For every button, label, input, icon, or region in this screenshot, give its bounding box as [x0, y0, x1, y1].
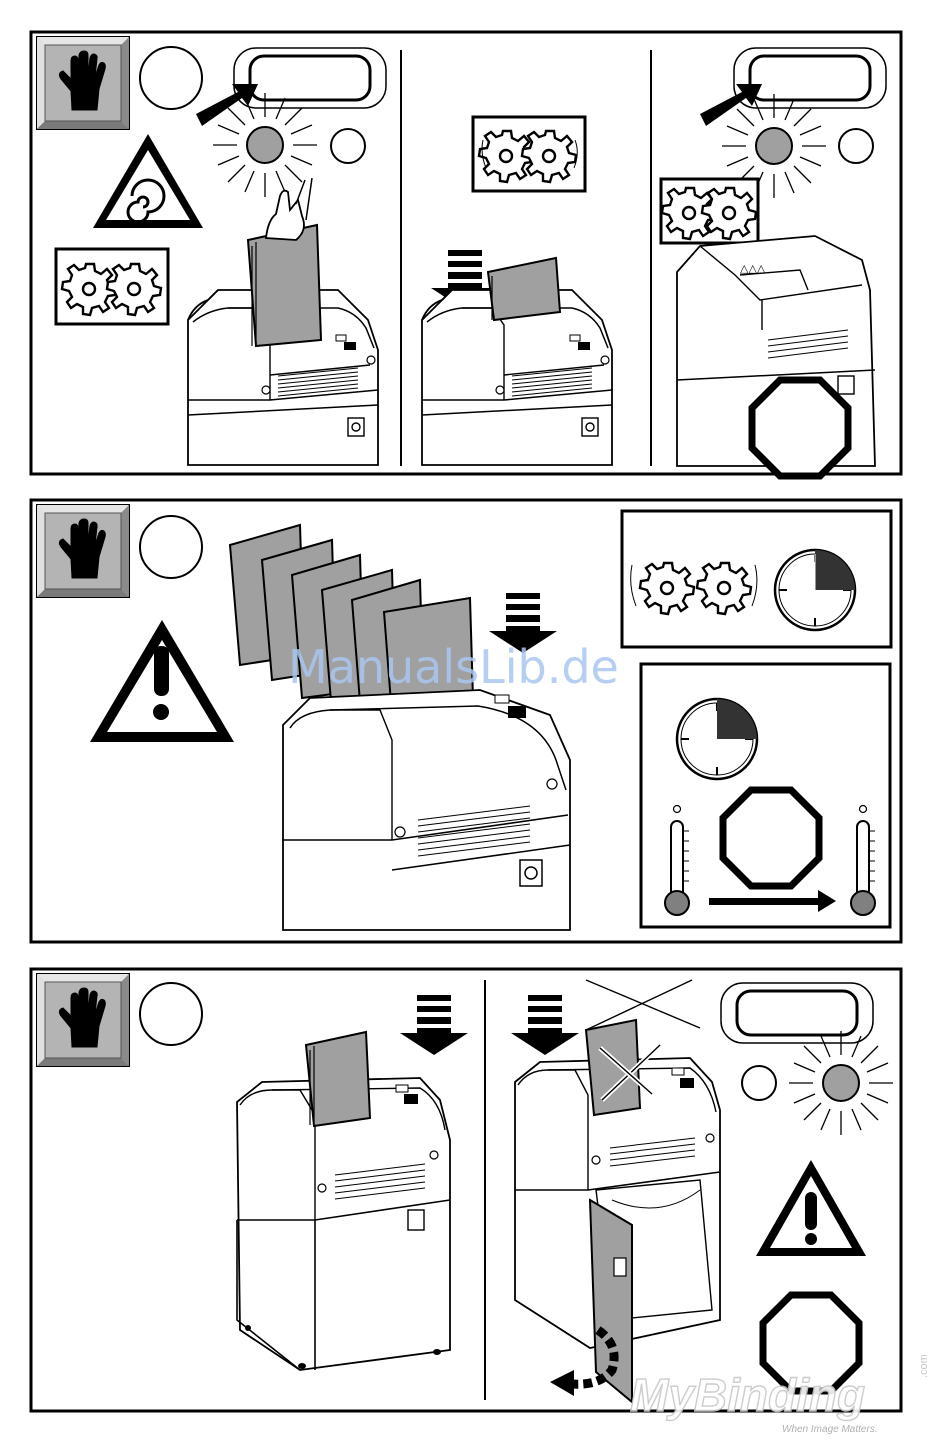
- panel-middle: [31, 500, 901, 942]
- gear-pair-icon: [56, 249, 168, 324]
- panel-bottom: [31, 969, 901, 1411]
- large-shredder-illustration: [283, 690, 570, 930]
- gear-pair-icon: [661, 179, 758, 243]
- glove-icon: [37, 37, 129, 129]
- start-button-plate: [721, 983, 873, 1043]
- panel-top: △△△: [31, 32, 901, 476]
- cooldown-box: [641, 664, 890, 927]
- step-number-circle: [140, 47, 202, 109]
- indicator-light-icon: [213, 93, 317, 197]
- start-button-plate: [234, 48, 386, 108]
- paper-stack: [248, 225, 321, 346]
- overload-box: [622, 511, 891, 647]
- stop-octagon-icon: [723, 790, 819, 886]
- glove-icon: [37, 505, 129, 597]
- stop-octagon-icon: [763, 1295, 859, 1391]
- clock-icon: [677, 699, 757, 779]
- step-number-circle: [140, 516, 202, 578]
- step-number-circle: [140, 983, 202, 1045]
- stop-octagon-icon: [752, 380, 848, 476]
- indicator-off-icon: [839, 129, 873, 163]
- paper-stack: [306, 1032, 370, 1126]
- indicator-off-icon: [331, 129, 365, 163]
- glove-icon: [37, 974, 129, 1066]
- indicator-light-icon: [789, 1031, 893, 1135]
- clock-icon: [775, 550, 855, 630]
- gear-pair-running-icon: [473, 117, 585, 191]
- svg-text:△△△: △△△: [740, 262, 766, 275]
- indicator-off-icon: [742, 1066, 776, 1100]
- start-button-plate: [734, 48, 886, 108]
